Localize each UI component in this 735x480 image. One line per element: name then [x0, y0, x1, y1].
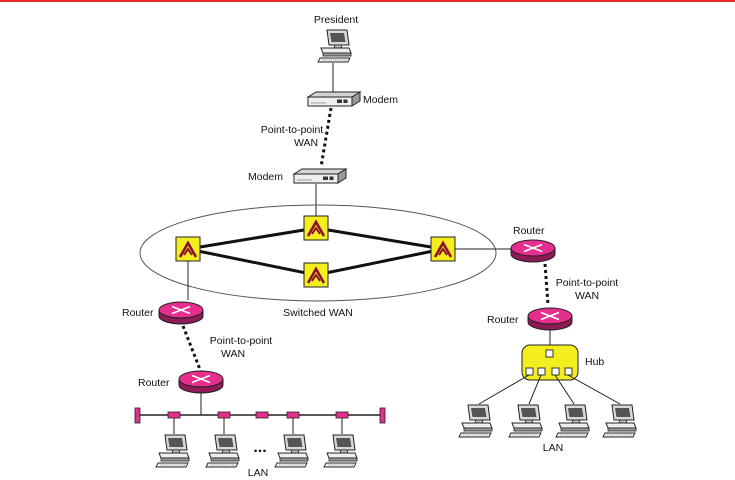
- bus-terminator-right: [379, 407, 386, 424]
- lan-right-computer-icon: [458, 404, 493, 438]
- p2p-right-link: [543, 263, 550, 305]
- bus-tap: [286, 411, 300, 419]
- switch-bottom-icon: [302, 261, 330, 289]
- switched-wan-label: Switched WAN: [283, 307, 353, 319]
- bus-tap: [255, 411, 269, 419]
- hub-icon: [521, 344, 579, 381]
- router-right-label: Router: [513, 225, 545, 237]
- router-left-label: Router: [122, 307, 154, 319]
- p2p-right-label-2: WAN: [575, 290, 599, 302]
- switch-top-icon: [302, 214, 330, 242]
- p2p-left-link: [181, 325, 203, 373]
- modem-bottom-icon: [293, 168, 347, 184]
- router-right-icon: [510, 239, 556, 263]
- lan-left-label: LAN: [248, 467, 268, 479]
- p2p-top-label-2: WAN: [294, 137, 318, 149]
- p2p-left-label-1: Point-to-point: [210, 335, 273, 347]
- switched-wan-cloud: [139, 204, 497, 302]
- p2p-top-link: [319, 107, 333, 168]
- bus-tap: [167, 411, 181, 419]
- router-left-lan-icon: [178, 370, 224, 394]
- lan-left-computer-icon: [205, 434, 240, 468]
- lan-right-computer-icon: [555, 404, 590, 438]
- p2p-right-label-1: Point-to-point: [556, 277, 619, 289]
- hub-label: Hub: [585, 356, 604, 368]
- modem-top-label: Modem: [363, 94, 398, 106]
- lan-right-computer-icon: [602, 404, 637, 438]
- p2p-top-label-1: Point-to-point: [261, 124, 324, 136]
- p2p-left-label-2: WAN: [221, 348, 245, 360]
- modem-bottom-label: Modem: [248, 171, 283, 183]
- lan-right-label: LAN: [543, 442, 563, 454]
- bus-tap: [335, 411, 349, 419]
- lan-left-computer-icon: [274, 434, 309, 468]
- bus-terminator-left: [134, 407, 141, 424]
- router-left-lan-label: Router: [138, 377, 170, 389]
- modem-top-icon: [307, 91, 361, 107]
- lan-left-computer-icon: [323, 434, 358, 468]
- top-bar: [0, 0, 735, 2]
- router-right-lan-icon: [527, 307, 573, 331]
- bus-tap: [217, 411, 231, 419]
- lan-left-computer-icon: [155, 434, 190, 468]
- switch-left-icon: [174, 235, 202, 263]
- lan-right-computer-icon: [508, 404, 543, 438]
- president-computer-icon: [317, 29, 352, 63]
- router-left-icon: [158, 301, 204, 325]
- lan-left-ellipsis: ...: [253, 439, 266, 456]
- switch-right-icon: [429, 235, 457, 263]
- president-label: President: [314, 14, 358, 26]
- router-right-lan-label: Router: [487, 314, 519, 326]
